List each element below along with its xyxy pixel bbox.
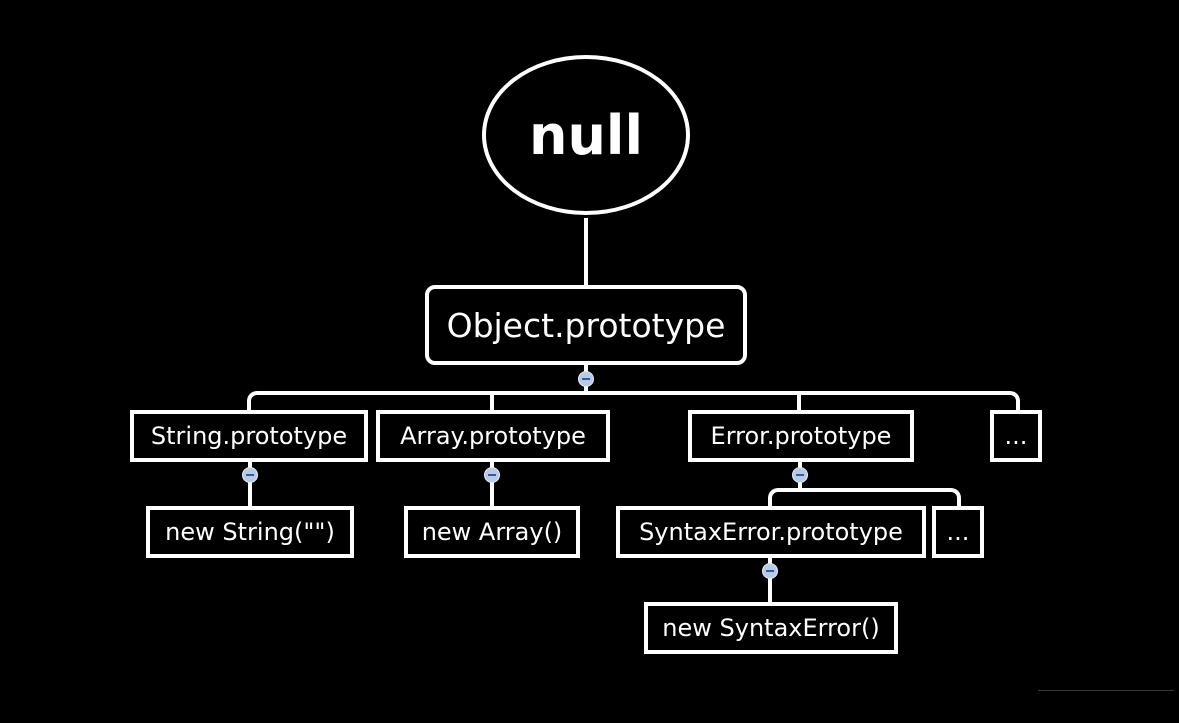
connector-array-to-child (490, 462, 494, 510)
connector-string-to-child (248, 462, 252, 510)
connector-syntax-to-child (768, 558, 772, 604)
new-syntaxerror-label: new SyntaxError() (662, 614, 880, 642)
collapse-error-icon[interactable] (792, 467, 808, 483)
new-array-label: new Array() (421, 518, 563, 546)
collapse-object-icon[interactable] (578, 371, 594, 387)
more-prototypes-label: ... (1004, 422, 1028, 450)
new-string-label: new String("") (165, 518, 335, 546)
connector-drop-array (490, 395, 500, 413)
collapse-array-icon[interactable] (484, 467, 500, 483)
collapse-syntaxerror-icon[interactable] (762, 563, 778, 579)
array-prototype-node[interactable]: Array.prototype (376, 410, 610, 462)
connector-bus-level1 (262, 391, 1006, 395)
object-prototype-label: Object.prototype (446, 305, 726, 345)
more-error-prototypes-label: ... (946, 518, 970, 546)
new-string-node[interactable]: new String("") (146, 506, 354, 558)
new-syntaxerror-node[interactable]: new SyntaxError() (644, 602, 898, 654)
connector-bracket-right (1004, 391, 1020, 413)
connector-drop-error (797, 395, 807, 413)
null-label: null (529, 103, 643, 167)
error-prototype-label: Error.prototype (710, 422, 892, 450)
collapse-string-icon[interactable] (242, 467, 258, 483)
error-prototype-node[interactable]: Error.prototype (688, 410, 914, 462)
null-node[interactable]: null (482, 55, 690, 215)
more-error-prototypes-node[interactable]: ... (932, 506, 984, 558)
connector-bracket-left (247, 391, 263, 413)
watermark-line (1038, 690, 1174, 691)
more-prototypes-node[interactable]: ... (990, 410, 1042, 462)
string-prototype-label: String.prototype (150, 422, 348, 450)
connector-error-bracket-right (943, 488, 961, 510)
syntaxerror-prototype-node[interactable]: SyntaxError.prototype (616, 506, 926, 558)
new-array-node[interactable]: new Array() (404, 506, 580, 558)
string-prototype-node[interactable]: String.prototype (130, 410, 368, 462)
array-prototype-label: Array.prototype (400, 422, 586, 450)
connector-root-to-object (584, 218, 588, 286)
syntaxerror-prototype-label: SyntaxError.prototype (639, 518, 903, 546)
connector-bus-error (783, 488, 944, 492)
object-prototype-node[interactable]: Object.prototype (425, 285, 747, 365)
connector-error-bracket-left (768, 488, 784, 510)
